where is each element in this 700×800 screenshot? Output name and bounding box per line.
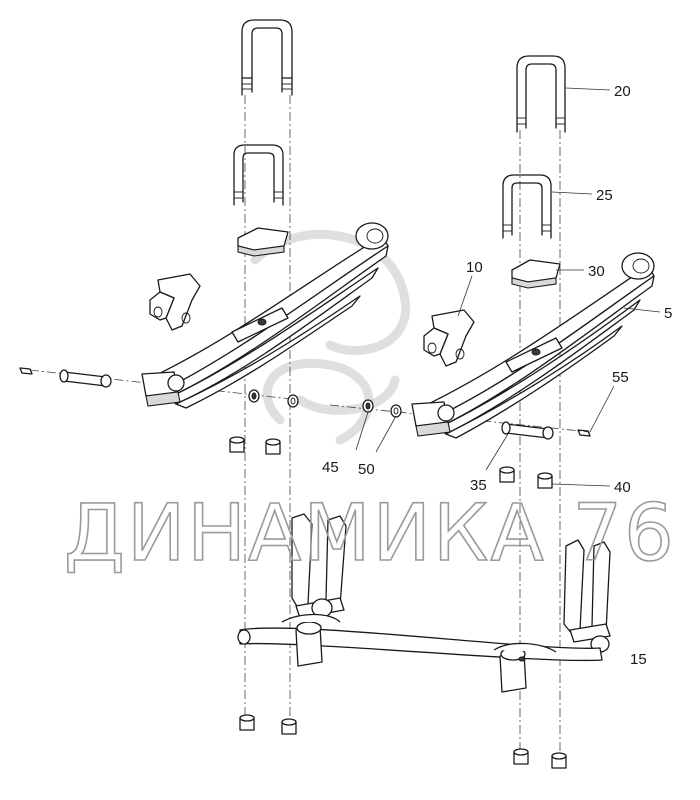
stabilizer-nuts — [239, 714, 567, 769]
right-shackle — [423, 309, 475, 367]
right-u-bolt-nuts — [499, 466, 553, 489]
callout-5: 5 — [664, 305, 672, 322]
right-washers — [362, 399, 402, 418]
left-upper-u-bolt — [241, 19, 293, 96]
watermark-text: ДИНАМИКА 76 — [64, 489, 676, 579]
left-leaf-spring — [141, 222, 389, 409]
right-lower-u-bolt — [502, 174, 552, 239]
leader-lines — [355, 87, 661, 487]
callout-50: 50 — [358, 461, 375, 478]
callout-30: 30 — [588, 263, 605, 280]
callout-40: 40 — [614, 479, 631, 496]
left-shackle-pin — [19, 367, 112, 388]
callout-20: 20 — [614, 83, 631, 100]
stabilizer-bar — [237, 513, 611, 693]
left-lower-u-bolt — [233, 144, 284, 206]
callout-25: 25 — [596, 187, 613, 204]
right-upper-u-bolt — [516, 55, 566, 133]
left-washers — [248, 389, 299, 408]
left-spring-pad — [237, 227, 289, 257]
left-shackle — [149, 273, 201, 331]
right-spring-pad — [511, 259, 561, 289]
callout-45: 45 — [322, 459, 339, 476]
callout-55: 55 — [612, 369, 629, 386]
callout-15: 15 — [630, 651, 647, 668]
watermark-logo — [250, 229, 411, 445]
right-shackle-pin — [501, 421, 591, 440]
right-leaf-spring — [411, 252, 655, 439]
callout-35: 35 — [470, 477, 487, 494]
left-u-bolt-nuts — [229, 436, 281, 455]
callout-10: 10 — [466, 259, 483, 276]
